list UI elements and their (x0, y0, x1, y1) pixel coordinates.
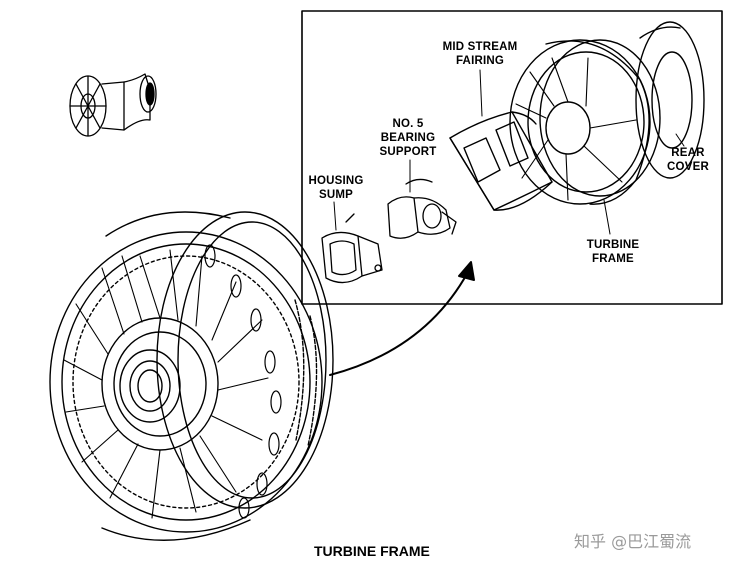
label-line: MID STREAM (442, 41, 518, 53)
engine-locator-icon (69, 73, 157, 137)
label-turbine-frame: TURBINE FRAME (578, 238, 648, 266)
label-line: SUPPORT (379, 146, 437, 158)
label-mid-stream-fairing: MID STREAM FAIRING (434, 40, 526, 68)
label-line: FRAME (592, 253, 634, 265)
label-line: TURBINE (586, 239, 640, 251)
label-line: COVER (667, 161, 709, 173)
watermark: 知乎 @巴江蜀流 (574, 532, 692, 551)
detail-arrow (329, 261, 475, 376)
label-line: FAIRING (455, 55, 505, 67)
rear-cover-part (635, 21, 705, 179)
turbine-frame-exploded-part (509, 39, 661, 205)
label-line: NO. 5 (392, 118, 424, 130)
turbine-frame-main-drawing (49, 211, 334, 541)
label-line: SUMP (318, 189, 354, 201)
mid-stream-fairing-part (449, 111, 553, 211)
label-line: BEARING (380, 132, 436, 144)
label-housing-sump: HOUSING SUMP (303, 174, 369, 202)
label-line: REAR (671, 147, 705, 159)
label-rear-cover: REAR COVER (660, 146, 716, 174)
label-line: HOUSING (308, 175, 364, 187)
bearing-support-part (387, 178, 457, 239)
exploded-view-frame (301, 10, 723, 305)
figure-caption: TURBINE FRAME (314, 543, 430, 559)
label-no5-bearing-support: NO. 5 BEARING SUPPORT (372, 117, 444, 159)
housing-sump-part (321, 213, 383, 284)
leader-lines (333, 69, 685, 235)
